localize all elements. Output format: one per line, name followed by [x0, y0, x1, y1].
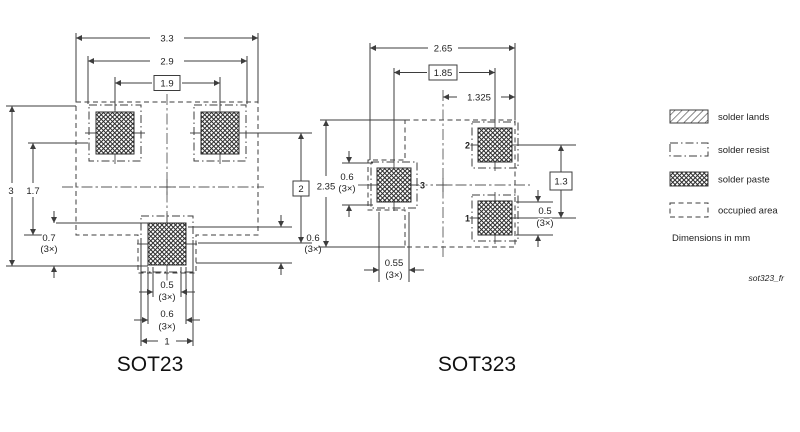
legend-label-solder-lands: solder lands [718, 112, 769, 123]
sot323-pad-1-paste [477, 200, 513, 236]
sot23-pad-bottom-paste [147, 222, 187, 266]
legend: solder lands solder resist solder paste … [669, 109, 786, 283]
dim-label-2: 2 [298, 184, 303, 195]
sot323-pad-1 [469, 192, 521, 244]
legend-swatch-solder-lands [669, 109, 709, 124]
sot23-dim-pad-pitch: 1.9 [114, 75, 221, 110]
dim-label-3-3: 3.3 [160, 34, 173, 45]
sot323-pin-1-label: 1 [465, 214, 470, 224]
dim-multiplier: (3×) [158, 322, 175, 333]
dim-label-1: 1 [164, 337, 169, 348]
dim-label-0-7: 0.7 [42, 233, 55, 244]
dim-label-0-6-sot323: 0.6 [340, 172, 353, 183]
sot323-occupied-area-outline [367, 119, 516, 248]
dim-label-2-9: 2.9 [160, 57, 173, 68]
sot323-dim-pad3-height: 0.6 (3×) [337, 151, 373, 217]
sot323-pad-3-paste [376, 167, 412, 203]
dim-label-1-7: 1.7 [26, 186, 39, 197]
sot323-pin-3-label: 3 [420, 181, 425, 191]
sot323-diagram: 2 3 1 2.65 1.85 1.325 2.35 [315, 42, 576, 376]
sot323-dim-pad-pitch: 1.85 [393, 64, 496, 161]
sot23-pad-right-paste [200, 111, 240, 155]
legend-label-solder-resist: solder resist [718, 145, 770, 156]
sot23-title: SOT23 [117, 353, 184, 376]
legend-label-occupied-area: occupied area [718, 206, 778, 217]
dim-label-0-5-sot323: 0.5 [538, 206, 551, 217]
dim-label-2-65: 2.65 [434, 44, 453, 55]
dim-multiplier: (3×) [40, 244, 57, 255]
legend-label-solder-paste: solder paste [718, 175, 770, 186]
legend-swatch-occupied-area [669, 202, 709, 218]
sot23-pad-left [85, 102, 145, 164]
sot23-pad-right [190, 102, 250, 164]
sot323-dim-pad1-height: 0.5 (3×) [516, 190, 555, 247]
dim-label-0-5: 0.5 [160, 280, 173, 291]
sot23-pad-left-paste [95, 111, 135, 155]
sot23-dim-bottom-stack: 0.5 (3×) 0.6 (3×) 1 [134, 240, 200, 349]
sot323-dim-center-spacing: 1.3 [518, 144, 576, 219]
sot23-dim-resist-width: 2.9 [87, 55, 248, 104]
dim-multiplier: (3×) [338, 184, 355, 195]
sot23-pad-bottom [137, 213, 197, 275]
sot323-pad-2-paste [477, 127, 513, 163]
dim-label-3: 3 [8, 186, 13, 197]
dim-label-0-6-right: 0.6 [306, 233, 319, 244]
sot323-pad-3 [368, 159, 420, 211]
sot23-diagram: 3.3 2.9 1.9 3 1.7 [6, 32, 323, 376]
legend-swatch-solder-paste [669, 171, 709, 187]
legend-swatch-solder-resist [669, 142, 709, 157]
dimensions-note: Dimensions in mm [672, 233, 750, 244]
sot323-dim-occupied-width: 2.65 [369, 42, 516, 160]
sot23-dim-land-height-left: 0.7 (3×) [39, 211, 148, 278]
dim-multiplier: (3×) [536, 218, 553, 229]
dim-label-1-325: 1.325 [467, 93, 491, 104]
sot23-pad-right-resist [193, 104, 247, 162]
sot23-dim-occupied-height: 3 [6, 105, 148, 267]
dim-multiplier: (3×) [304, 244, 321, 255]
sot323-pin-2-label: 2 [465, 141, 470, 151]
sot23-dim-occupied-width: 3.3 [75, 32, 259, 102]
dim-multiplier: (3×) [385, 270, 402, 281]
dim-multiplier: (3×) [158, 292, 175, 303]
sot23-dim-center-spacing: 2 [198, 132, 312, 244]
dim-label-1-3: 1.3 [554, 177, 567, 188]
sot323-pad-2 [469, 119, 521, 171]
dim-label-2-35: 2.35 [317, 182, 336, 193]
sot23-dim-inner-height: 1.7 [24, 142, 88, 236]
sot323-dim-pad3-width: 0.55 (3×) [364, 212, 424, 283]
dim-label-1-9: 1.9 [160, 79, 173, 90]
dim-label-0-55: 0.55 [385, 258, 404, 269]
drawing-reference-code: sot323_fr [749, 273, 786, 283]
sot23-pad-left-resist [88, 104, 142, 162]
sot323-title: SOT323 [438, 353, 516, 376]
dim-label-1-85: 1.85 [434, 68, 453, 79]
sot323-dim-occupied-height: 2.35 [315, 119, 405, 248]
sot23-dim-land-height-right: 0.6 (3×) [188, 215, 323, 275]
dim-label-0-6: 0.6 [160, 309, 173, 320]
sot323-dim-half-width: 1.325 [443, 91, 515, 105]
sot323-pad-3-resist [370, 161, 418, 209]
